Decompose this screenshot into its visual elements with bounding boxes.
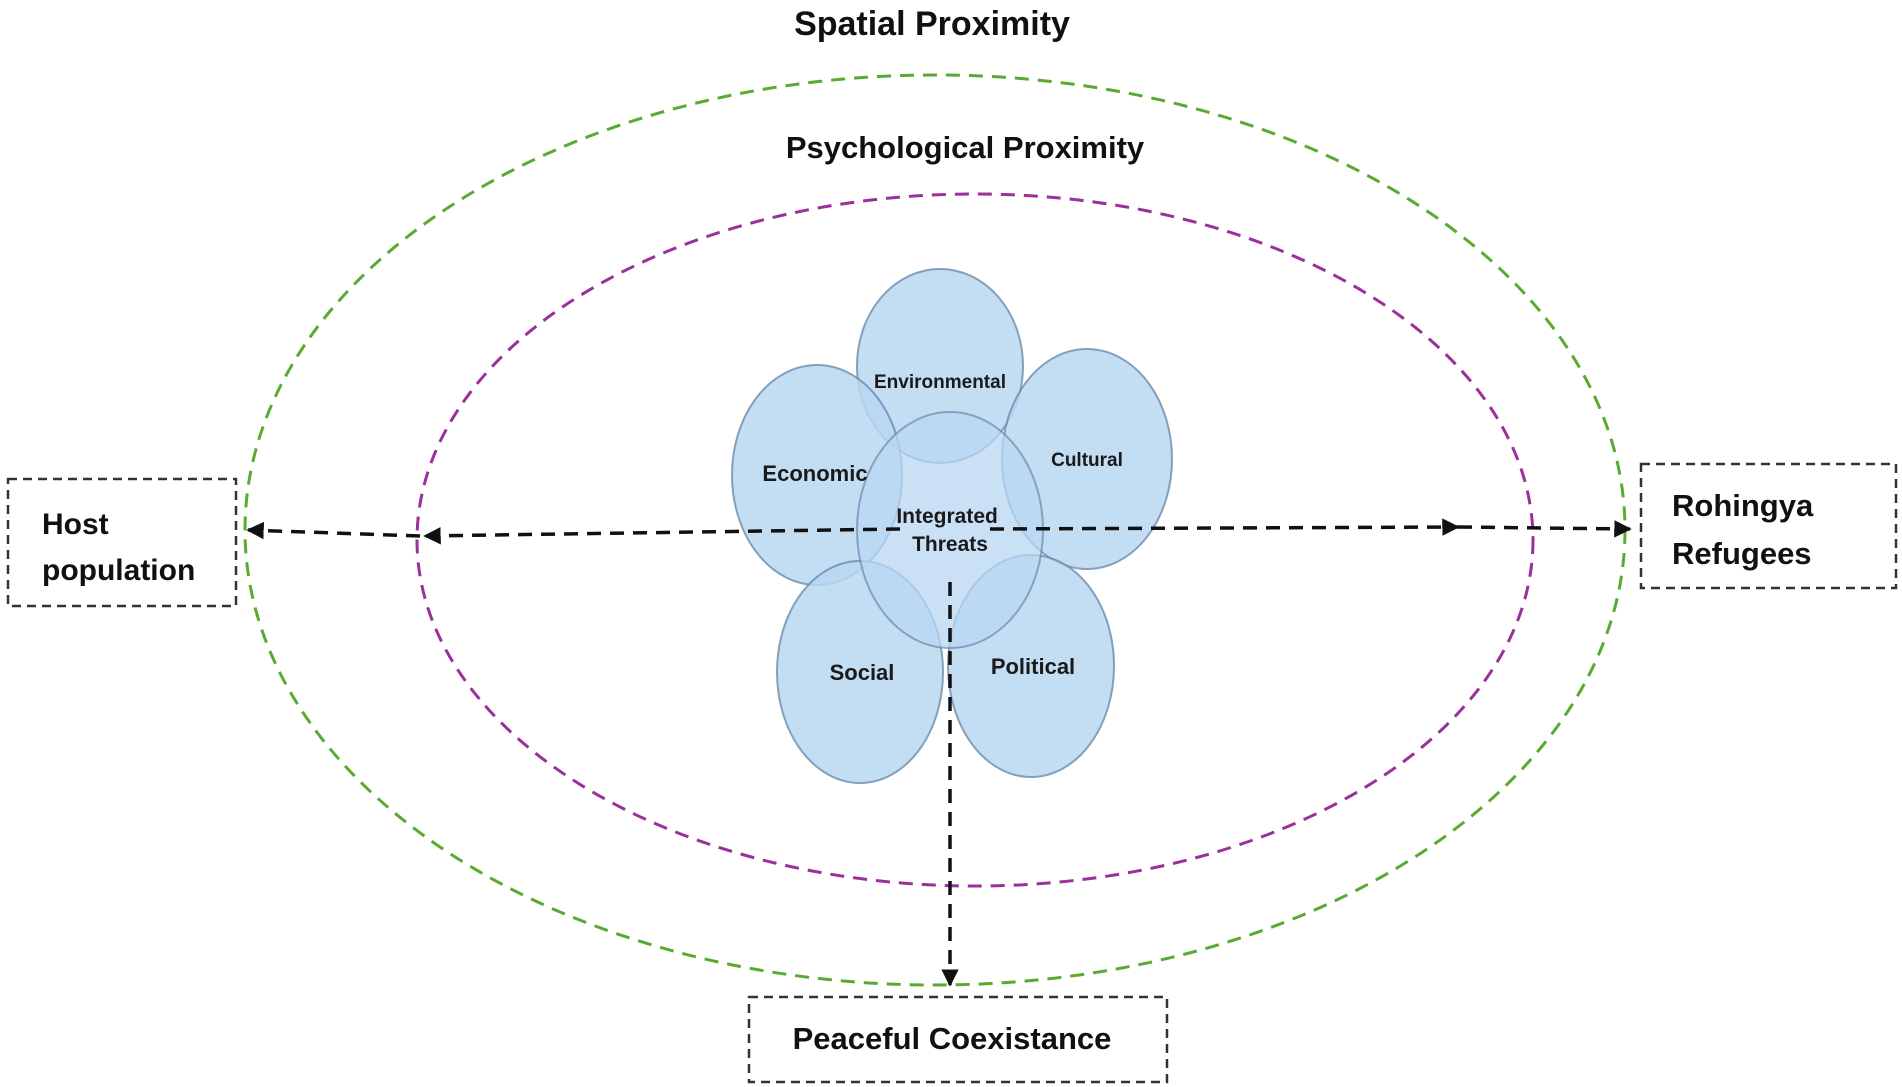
host-line-2: population bbox=[42, 554, 195, 587]
host-population-box-border bbox=[6, 477, 238, 608]
economic-label: Economic bbox=[762, 461, 867, 486]
spatial-proximity-title: Spatial Proximity bbox=[794, 5, 1070, 43]
host-line-1: Host bbox=[42, 508, 109, 541]
rohingya-line-1: Rohingya bbox=[1672, 488, 1814, 523]
cultural-label: Cultural bbox=[1051, 450, 1123, 471]
integrated-threats-label: Integrated Threats bbox=[896, 505, 1003, 556]
social-label: Social bbox=[830, 660, 895, 685]
peaceful-coexistance-label: Peaceful Coexistance bbox=[793, 1021, 1112, 1056]
host-population-label: Host population bbox=[42, 508, 195, 587]
integrated-threats-line-1: Integrated bbox=[896, 505, 998, 528]
psychological-proximity-title: Psychological Proximity bbox=[786, 130, 1145, 165]
arrow-to-refugees-outer bbox=[1457, 520, 1632, 538]
psychological-proximity-ellipse bbox=[415, 192, 1535, 888]
integrated-threats-line-2: Threats bbox=[912, 533, 988, 556]
rohingya-refugees-box-border bbox=[1639, 462, 1898, 590]
arrow-to-host-inner bbox=[423, 527, 901, 545]
connector-arrows bbox=[246, 518, 1632, 987]
arrow-to-host-outer bbox=[246, 521, 421, 540]
rohingya-refugees-box: Rohingya Refugees bbox=[1639, 462, 1898, 590]
arrow-to-refugees-inner bbox=[989, 518, 1460, 536]
host-population-box: Host population bbox=[6, 477, 238, 608]
rohingya-refugees-label: Rohingya Refugees bbox=[1672, 488, 1822, 571]
political-label: Political bbox=[991, 654, 1075, 679]
rohingya-line-2: Refugees bbox=[1672, 536, 1812, 571]
threat-circles bbox=[731, 268, 1173, 784]
peaceful-coexistance-box: Peaceful Coexistance bbox=[747, 995, 1169, 1084]
peaceful-coexistance-box-border bbox=[747, 995, 1169, 1084]
environmental-label: Environmental bbox=[874, 372, 1006, 393]
